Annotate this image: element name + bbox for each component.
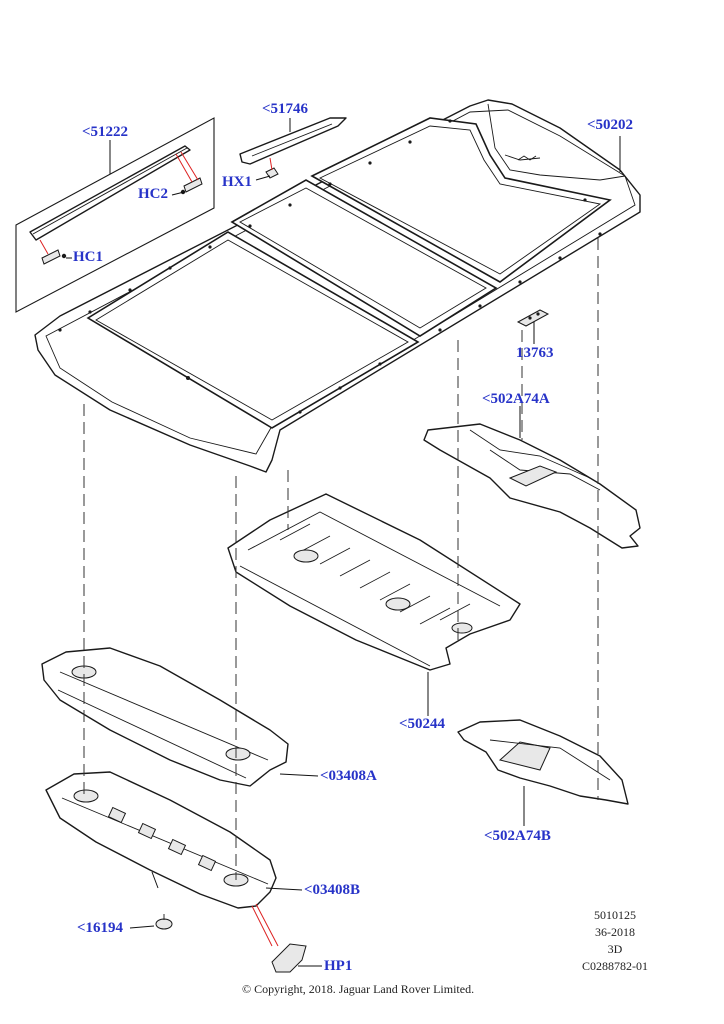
label-hc1[interactable]: HC1 — [73, 249, 103, 265]
bracket-13763[interactable] — [516, 309, 550, 327]
label-51746[interactable]: <51746 — [262, 101, 309, 117]
reference-codes: 5010125 36-2018 3D C0288782-01 — [570, 907, 660, 975]
label-50202[interactable]: <50202 — [587, 117, 634, 133]
reference-code-4: C0288782-01 — [582, 959, 648, 973]
front-header-a[interactable] — [41, 647, 289, 787]
label-hp1[interactable]: HP1 — [324, 958, 353, 974]
label-16194[interactable]: <16194 — [77, 920, 124, 936]
label-13763[interactable]: 13763 — [516, 345, 554, 361]
reference-code-1: 5010125 — [594, 908, 636, 922]
center-panel[interactable] — [227, 493, 521, 671]
clip-hc1[interactable] — [41, 249, 67, 265]
label-51222[interactable]: <51222 — [82, 124, 129, 140]
label-03408A[interactable]: <03408A — [320, 768, 377, 784]
label-03408B[interactable]: <03408B — [304, 882, 361, 898]
label-502A74A[interactable]: <502A74A — [482, 391, 550, 407]
rear-glass-opening — [310, 117, 612, 283]
roof-strip-group — [15, 117, 215, 313]
label-hx1[interactable]: HX1 — [222, 174, 252, 190]
label-50244[interactable]: <50244 — [399, 716, 446, 732]
front-glass-opening — [86, 231, 420, 429]
support-panel-b[interactable] — [457, 719, 629, 805]
clip-hc2[interactable] — [180, 177, 203, 195]
label-hc2[interactable]: HC2 — [138, 186, 168, 202]
trim-strip[interactable] — [239, 117, 347, 165]
label-502A74B[interactable]: <502A74B — [484, 828, 551, 844]
roof-panel[interactable] — [34, 99, 641, 473]
pad-hp1[interactable] — [271, 943, 307, 973]
reference-code-3: 3D — [607, 942, 623, 956]
front-header-b[interactable] — [45, 771, 277, 909]
support-panel-a[interactable] — [423, 423, 641, 549]
clip-16194[interactable] — [155, 914, 173, 930]
roof-strip[interactable] — [29, 145, 191, 241]
middle-glass-opening — [230, 179, 498, 337]
copyright-notice: © Copyright, 2018. Jaguar Land Rover Lim… — [242, 982, 475, 996]
reference-code-2: 36-2018 — [595, 925, 635, 939]
